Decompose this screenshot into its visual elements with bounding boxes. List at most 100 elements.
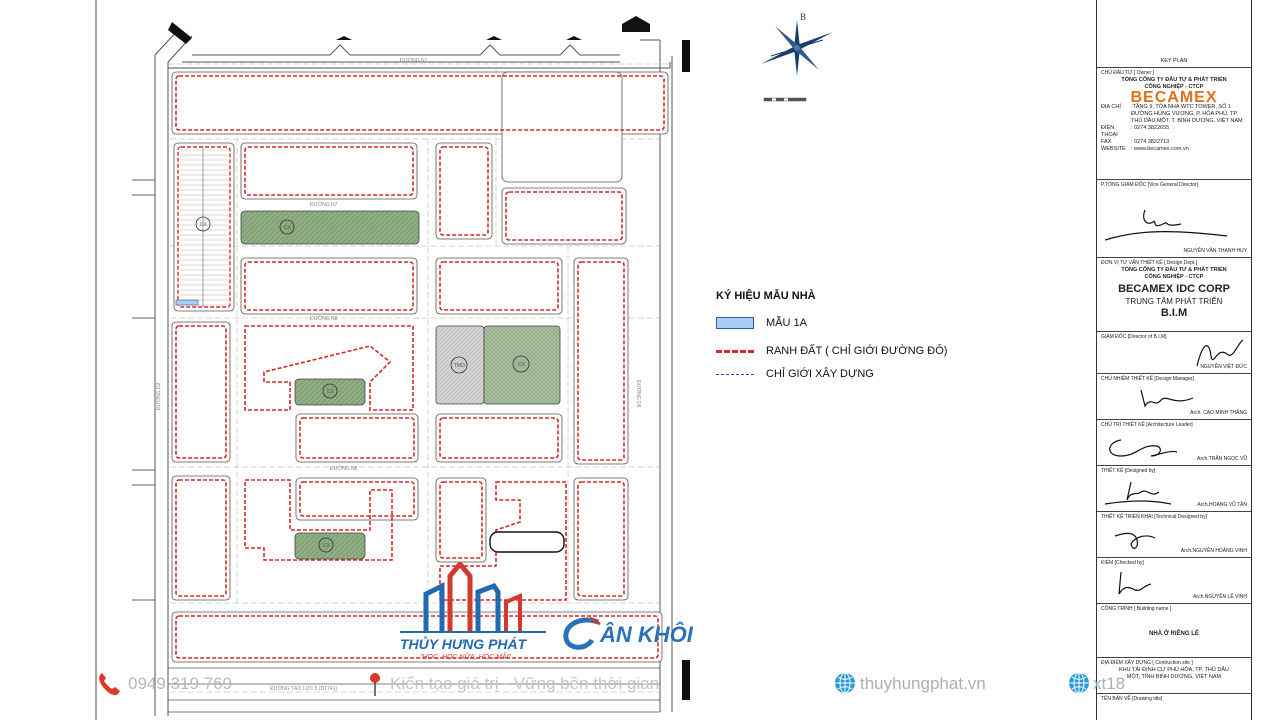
signature-icon: [1104, 209, 1228, 241]
lot-markers: [279, 219, 530, 553]
vgd-name: NGUYỄN VĂN THANH HUY: [1183, 248, 1247, 254]
red-boundaries: [175, 75, 665, 659]
design-name: BECAMEX IDC CORP: [1118, 283, 1230, 295]
key-plan-box: KEY PLAN: [1097, 0, 1251, 68]
drawing-title-label: TÊN BẢN VẼ [Drawing title]: [1101, 696, 1163, 702]
owner-section: CHỦ ĐẦU TƯ [ Owner ] TỔNG CÔNG TY ĐẦU TƯ…: [1097, 68, 1251, 180]
key-plan-label: KEY PLAN: [1160, 58, 1188, 64]
lot-label: CX: [518, 362, 526, 368]
legend-title: KÝ HIỆU MẪU NHÀ: [716, 290, 816, 302]
building-name: NHÀ Ở RIÊNG LẺ: [1149, 631, 1199, 637]
vgd-label: P.TỔNG GIÁM ĐỐC [Vice General Director]: [1101, 182, 1199, 188]
arch-leader-label: CHỦ TRÌ THIẾT KẾ [Architecture Leader]: [1101, 422, 1193, 428]
lot-label: TMD: [454, 363, 465, 369]
design-manager-section: CHỦ NHIỆM THIẾT KẾ [Design Manager] Arch…: [1097, 374, 1251, 420]
director-label: GIÁM ĐỐC [Director of B.I.M]: [1101, 334, 1167, 340]
legend-item-mau-1a: MẪU 1A: [716, 316, 947, 330]
watermark-slogan: Kiến tạo giá trị - Vững bền thời gian: [390, 674, 660, 693]
address-label: ĐỊA CHỈ: [1101, 104, 1121, 110]
design-manager-name: Arch. CAO MINH THẮNG: [1190, 410, 1247, 416]
building-label: CÔNG TRÌNH [ Building name ]: [1101, 606, 1172, 612]
house-strip: [173, 142, 235, 312]
owner-name: TỔNG CÔNG TY ĐẦU TƯ & PHÁT TRIỂN CÔNG NG…: [1121, 77, 1227, 90]
north-arrow-icon: B: [761, 12, 833, 102]
checked-label: KIỂM [Checked by]: [1101, 560, 1144, 566]
blue-dash-icon: [716, 373, 754, 375]
lot-labels: CX CX TMD CX CX CX: [200, 222, 526, 549]
lot-label: CX: [327, 389, 335, 395]
legend-label: MẪU 1A: [766, 317, 807, 329]
signature-icon: [1114, 532, 1156, 549]
signature-icon: [1140, 389, 1194, 408]
brand1-tagline: "HỌC, HỌC NỮA, HỌC MÃI": [420, 654, 512, 661]
arch-leader-section: CHỦ TRÌ THIẾT KẾ [Architecture Leader] A…: [1097, 420, 1251, 466]
legend: KÝ HIỆU MẪU NHÀ MẪU 1A RANH ĐẤT ( CHỈ GI…: [716, 290, 947, 390]
title-block: KEY PLAN CHỦ ĐẦU TƯ [ Owner ] TỔNG CÔNG …: [1096, 0, 1252, 720]
arch-leader-name: Arch.TRẦN NGỌC VŨ: [1196, 456, 1247, 462]
globe-icon: [835, 672, 855, 694]
director-name: NGUYỄN VIỆT ĐỨC: [1200, 364, 1247, 370]
site-plan: CX CX TMD CX CX CX ĐƯỜNG N1 ĐƯỜNG N7 ĐƯỜ…: [95, 0, 833, 720]
building-section: CÔNG TRÌNH [ Building name ] NHÀ Ở RIÊNG…: [1097, 604, 1251, 658]
fax-value: : 0274 3822713: [1131, 139, 1170, 145]
signature-icon: [1118, 571, 1152, 595]
checked-section: KIỂM [Checked by] Arch.NGUYỄN LÊ VINH: [1097, 558, 1251, 604]
watermark-phone: 0949 319 769: [128, 674, 232, 693]
mau-1a-unit: [175, 299, 199, 306]
drawing-title-section: TÊN BẢN VẼ [Drawing title]: [1097, 694, 1251, 720]
brand2-name: ÂN KHÔI: [600, 622, 693, 647]
signature-icon: [1109, 439, 1178, 457]
bottom-road: [168, 667, 660, 713]
map-pin-icon: [370, 673, 380, 696]
website-value: : www.becamex.com.vn: [1131, 146, 1189, 152]
phone-icon: [99, 673, 120, 696]
thuy-hung-phat-logo: THỦY HƯNG PHÁT "HỌC, HỌC NỮA, HỌC MÃI": [398, 562, 548, 672]
signature-icon: [1196, 339, 1244, 367]
road-stubs: [132, 179, 155, 601]
site-value: KHU TÁI ĐỊNH CƯ PHÚ HÒA, TP. THỦ DẦU MỘT…: [1118, 667, 1230, 680]
technical-name: Arch.NGUYỄN HOÀNG VINH: [1180, 548, 1247, 554]
website-label: WEBSITE: [1101, 146, 1126, 152]
watermark-website-2: xt18: [1093, 674, 1126, 693]
green-parks: [240, 210, 565, 560]
gate-markers: [168, 16, 690, 700]
street-n1: ĐƯỜNG N1: [400, 57, 428, 64]
legend-label: RANH ĐẤT ( CHỈ GIỚI ĐƯỜNG ĐỎ): [766, 345, 948, 357]
director-section: GIÁM ĐỐC [Director of B.I.M] NGUYỄN VIỆT…: [1097, 332, 1251, 374]
north-label: B: [800, 12, 806, 22]
designed-by-section: THIẾT KẾ [Designed by] Arch.HOÀNG VŨ TÂN: [1097, 466, 1251, 512]
bim-name: B.I.M: [1160, 307, 1188, 319]
center-name: TRUNG TÂM PHÁT TRIỂN: [1125, 297, 1223, 306]
outer-road-edge: [154, 29, 673, 716]
designed-by-label: THIẾT KẾ [Designed by]: [1101, 468, 1156, 474]
red-dash-icon: [716, 349, 754, 353]
legend-label: CHỈ GIỚI XÂY DỰNG: [766, 368, 874, 380]
brand1-name: THỦY HƯNG PHÁT: [400, 636, 527, 652]
phone-value: : 0274 3822655: [1131, 125, 1170, 131]
design-manager-label: CHỦ NHIỆM THIẾT KẾ [Design Manager]: [1101, 376, 1194, 382]
legend-item-build-line: CHỈ GIỚI XÂY DỰNG: [716, 367, 947, 381]
road-centerlines: [168, 63, 670, 693]
blue-swatch-icon: [716, 317, 754, 329]
street-n8-b: ĐƯỜNG N8: [330, 465, 358, 472]
design-company: TỔNG CÔNG TY ĐẦU TƯ & PHÁT TRIỂN CÔNG NG…: [1121, 267, 1227, 280]
swoosh-logo-icon: [563, 616, 601, 650]
globe-icon: [1069, 672, 1089, 694]
an-khoi-logo: ÂN KHÔI: [560, 614, 710, 654]
technical-section: THIẾT KẾ TRIỂN KHAI [Technical Designed …: [1097, 512, 1251, 558]
signature-icon: [1104, 481, 1172, 505]
fax-label: FAX: [1101, 139, 1112, 145]
site-section: ĐỊA ĐIỂM XÂY DỰNG [ Contruction site ] K…: [1097, 658, 1251, 694]
street-d6: ĐƯỜNG D6: [635, 380, 642, 408]
lot-label: CX: [323, 543, 331, 549]
address-value: :TẦNG 9, TÒA NHÀ WTC TOWER, SỐ 1 ĐƯỜNG H…: [1131, 104, 1243, 124]
technical-label: THIẾT KẾ TRIỂN KHAI [Technical Designed …: [1101, 514, 1207, 520]
owner-label: CHỦ ĐẦU TƯ [ Owner ]: [1101, 70, 1155, 76]
site-label: ĐỊA ĐIỂM XÂY DỰNG [ Contruction site ]: [1101, 660, 1193, 666]
lot-label: CX: [200, 222, 208, 228]
checked-name: Arch.NGUYỄN LÊ VINH: [1193, 594, 1247, 600]
lot-label: CX: [284, 225, 292, 231]
design-section: ĐƠN VỊ TƯ VẤN THIẾT KẾ [ Design Dept.] T…: [1097, 258, 1251, 332]
becamex-logo: BECAMEX: [1130, 89, 1218, 106]
watermark-website: thuyhungphat.vn: [860, 674, 986, 693]
